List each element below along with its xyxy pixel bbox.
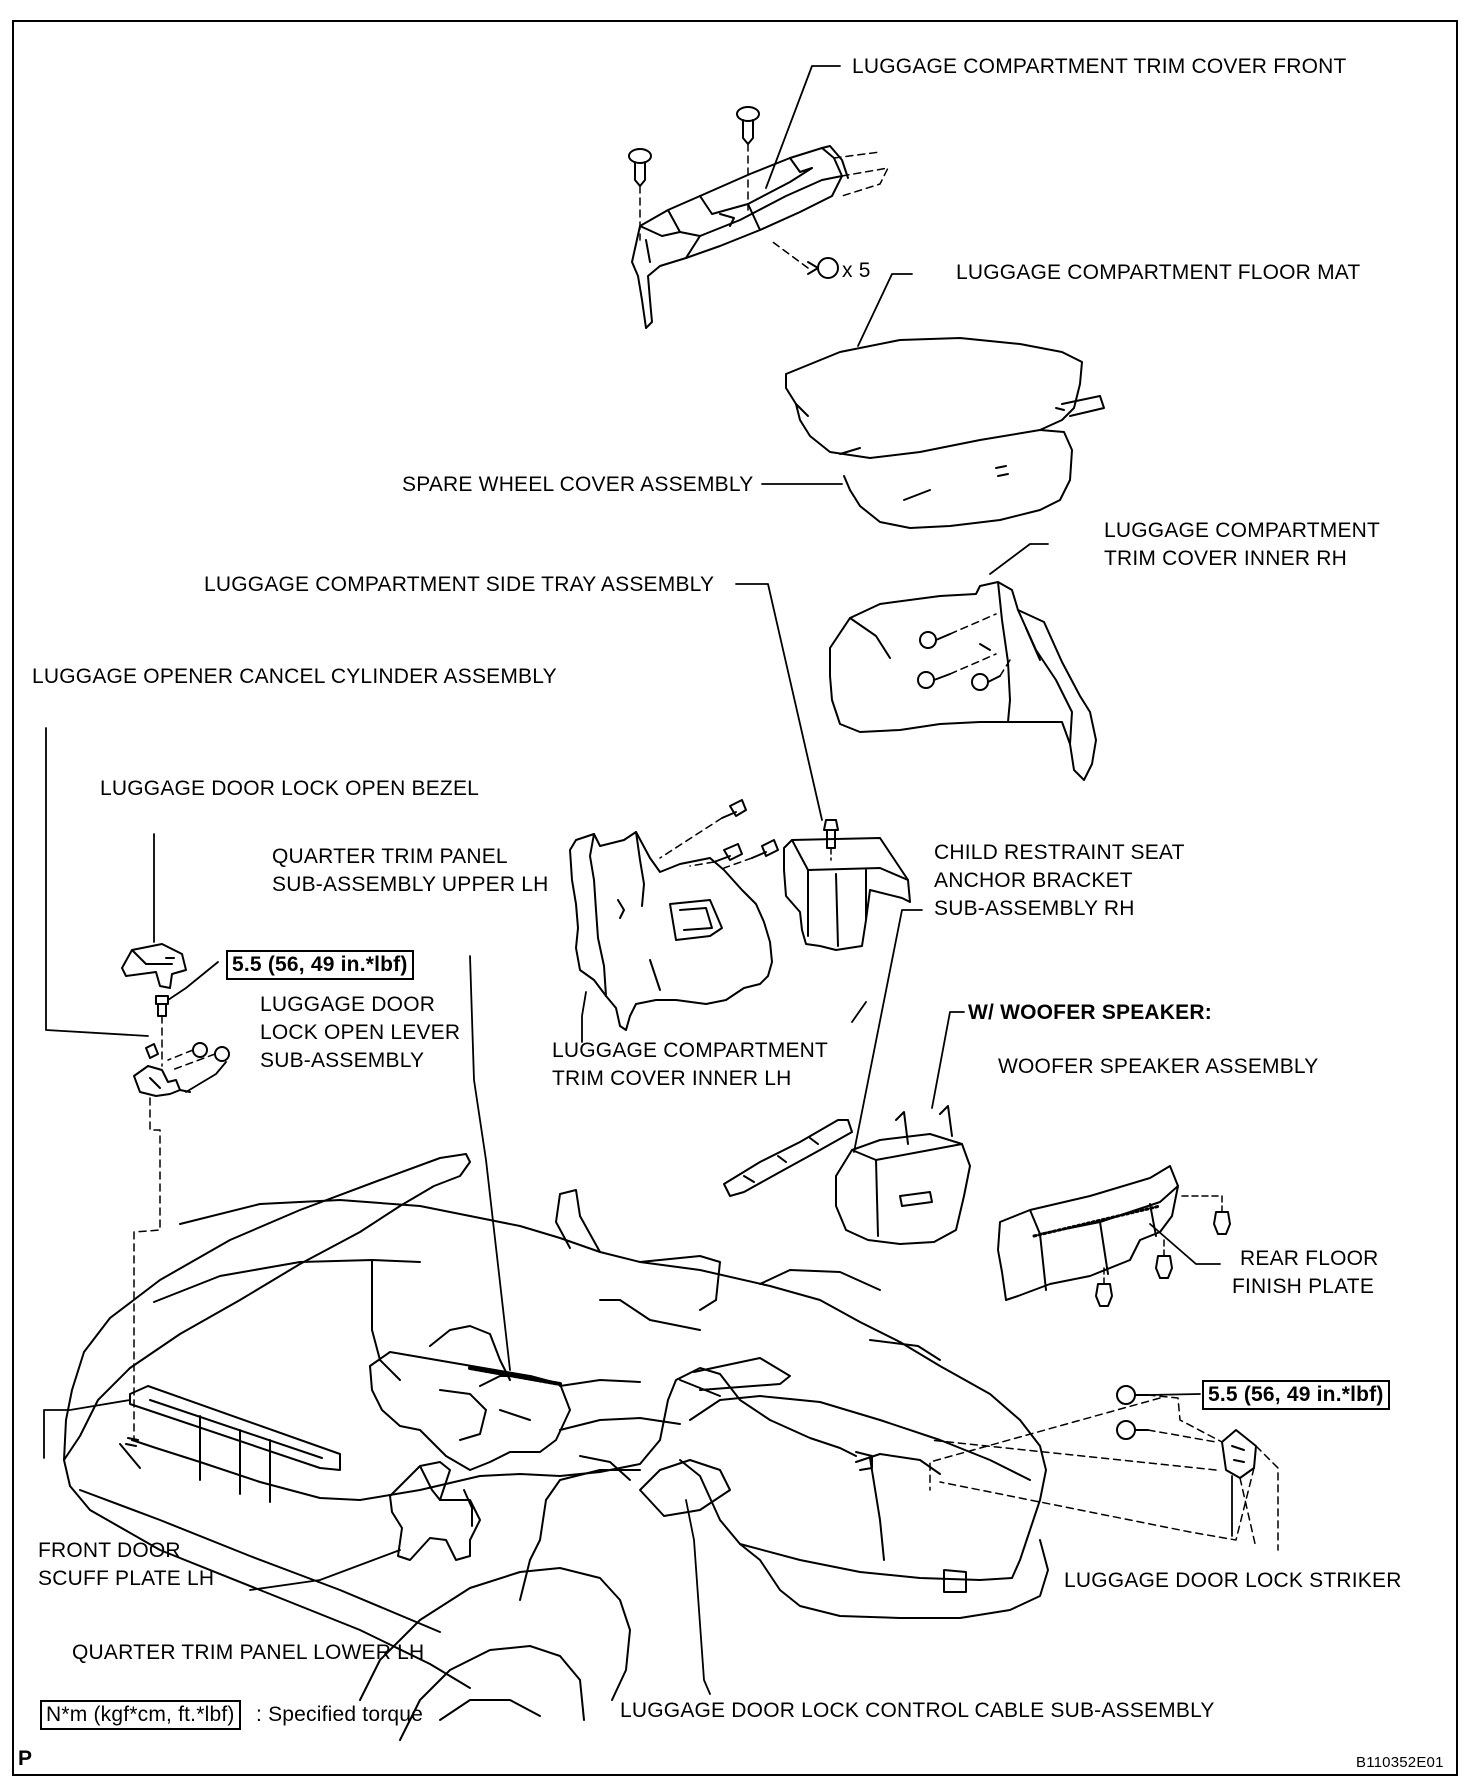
label-scuff-plate-line1: FRONT DOOR [38, 1539, 181, 1562]
label-child-restraint-line3: SUB-ASSEMBLY RH [934, 897, 1135, 920]
label-control-cable: LUGGAGE DOOR LOCK CONTROL CABLE SUB-ASSE… [620, 1699, 1215, 1722]
inner-lh-dashed-guides [659, 817, 753, 869]
label-lock-striker: LUGGAGE DOOR LOCK STRIKER [1064, 1569, 1402, 1592]
label-spare-wheel-cover: SPARE WHEEL COVER ASSEMBLY [402, 473, 754, 496]
label-inner-lh-line1: LUGGAGE COMPARTMENT [552, 1039, 829, 1062]
inner-lh-screws [713, 799, 779, 863]
inner-rh-clips [917, 631, 1001, 691]
side-tray-part [783, 837, 911, 951]
anchor-bracket-part [723, 1119, 853, 1197]
striker-bolts [1116, 1385, 1149, 1440]
trim-cover-inner-rh-part [829, 581, 1097, 781]
label-inner-rh-line2: TRIM COVER INNER RH [1104, 547, 1347, 570]
spare-wheel-cover-part [839, 429, 1073, 529]
label-open-bezel: LUGGAGE DOOR LOCK OPEN BEZEL [100, 777, 480, 800]
trim-cover-inner-lh-part [569, 831, 773, 1031]
open-bezel-part [121, 943, 187, 989]
trim-cover-front-part [631, 145, 849, 329]
rear-floor-dashed-guides [1103, 1195, 1223, 1285]
label-quarter-upper-line2: SUB-ASSEMBLY UPPER LH [272, 873, 549, 896]
diagram-frame [12, 20, 1458, 1776]
label-quarter-upper-line1: QUARTER TRIM PANEL [272, 845, 508, 868]
leader-lines [43, 65, 1233, 1695]
label-woofer-speaker: WOOFER SPEAKER ASSEMBLY [998, 1055, 1319, 1078]
scuff-plate-part [129, 1385, 341, 1503]
woofer-speaker-part [835, 1105, 971, 1245]
quarter-trim-upper-installed [369, 1351, 571, 1471]
label-scuff-plate-line2: SCUFF PLATE LH [38, 1567, 215, 1590]
torque-spec-box-2: 5.5 (56, 49 in.*lbf) [1202, 1380, 1390, 1410]
label-child-restraint-line1: CHILD RESTRAINT SEAT [934, 841, 1185, 864]
label-rear-floor-line2: FINISH PLATE [1232, 1275, 1375, 1298]
label-inner-rh-line1: LUGGAGE COMPARTMENT [1104, 519, 1381, 542]
striker-part [1221, 1429, 1257, 1479]
floor-mat-part [785, 337, 1105, 459]
rear-floor-finish-plate-part [997, 1165, 1179, 1301]
figure-code: B110352E01 [1356, 1754, 1444, 1771]
striker-dashed-guides [929, 1394, 1279, 1551]
torque-spec-box-1: 5.5 (56, 49 in.*lbf) [226, 950, 414, 980]
label-floor-mat: LUGGAGE COMPARTMENT FLOOR MAT [956, 261, 1361, 284]
corner-mark-p: P [18, 1747, 33, 1770]
label-child-restraint-line2: ANCHOR BRACKET [934, 869, 1133, 892]
control-cable-part [125, 1367, 873, 1501]
label-woofer-heading: W/ WOOFER SPEAKER: [968, 1001, 1212, 1024]
label-open-lever-line3: SUB-ASSEMBLY [260, 1049, 425, 1072]
label-rear-floor-line1: REAR FLOOR [1240, 1247, 1379, 1270]
vehicle-body-outline [63, 1153, 1049, 1741]
label-trim-cover-front: LUGGAGE COMPARTMENT TRIM COVER FRONT [852, 55, 1347, 78]
open-lever-bolts [155, 995, 230, 1062]
open-lever-part [133, 1043, 191, 1097]
label-side-tray: LUGGAGE COMPARTMENT SIDE TRAY ASSEMBLY [204, 573, 715, 596]
legend-specified-torque: : Specified torque [256, 1703, 424, 1726]
label-quantity-x5: x 5 [842, 259, 871, 282]
label-open-lever-line1: LUGGAGE DOOR [260, 993, 436, 1016]
trim-cover-front-dashed-guides [639, 143, 889, 269]
quarter-trim-lower-part [389, 1461, 481, 1561]
side-tray-bolt [823, 819, 839, 861]
label-cancel-cylinder: LUGGAGE OPENER CANCEL CYLINDER ASSEMBLY [32, 665, 557, 688]
inner-rh-dashed-guides [949, 613, 1011, 677]
label-inner-lh-line2: TRIM COVER INNER LH [552, 1067, 792, 1090]
label-quarter-lower: QUARTER TRIM PANEL LOWER LH [72, 1641, 425, 1664]
label-open-lever-line2: LOCK OPEN LEVER [260, 1021, 461, 1044]
left-dashed-guides [133, 1015, 216, 1441]
clip-fasteners [628, 106, 839, 279]
legend-torque-unit-box: N*m (kgf*cm, ft.*lbf) [40, 1700, 241, 1730]
rear-floor-clips [1095, 1211, 1231, 1307]
